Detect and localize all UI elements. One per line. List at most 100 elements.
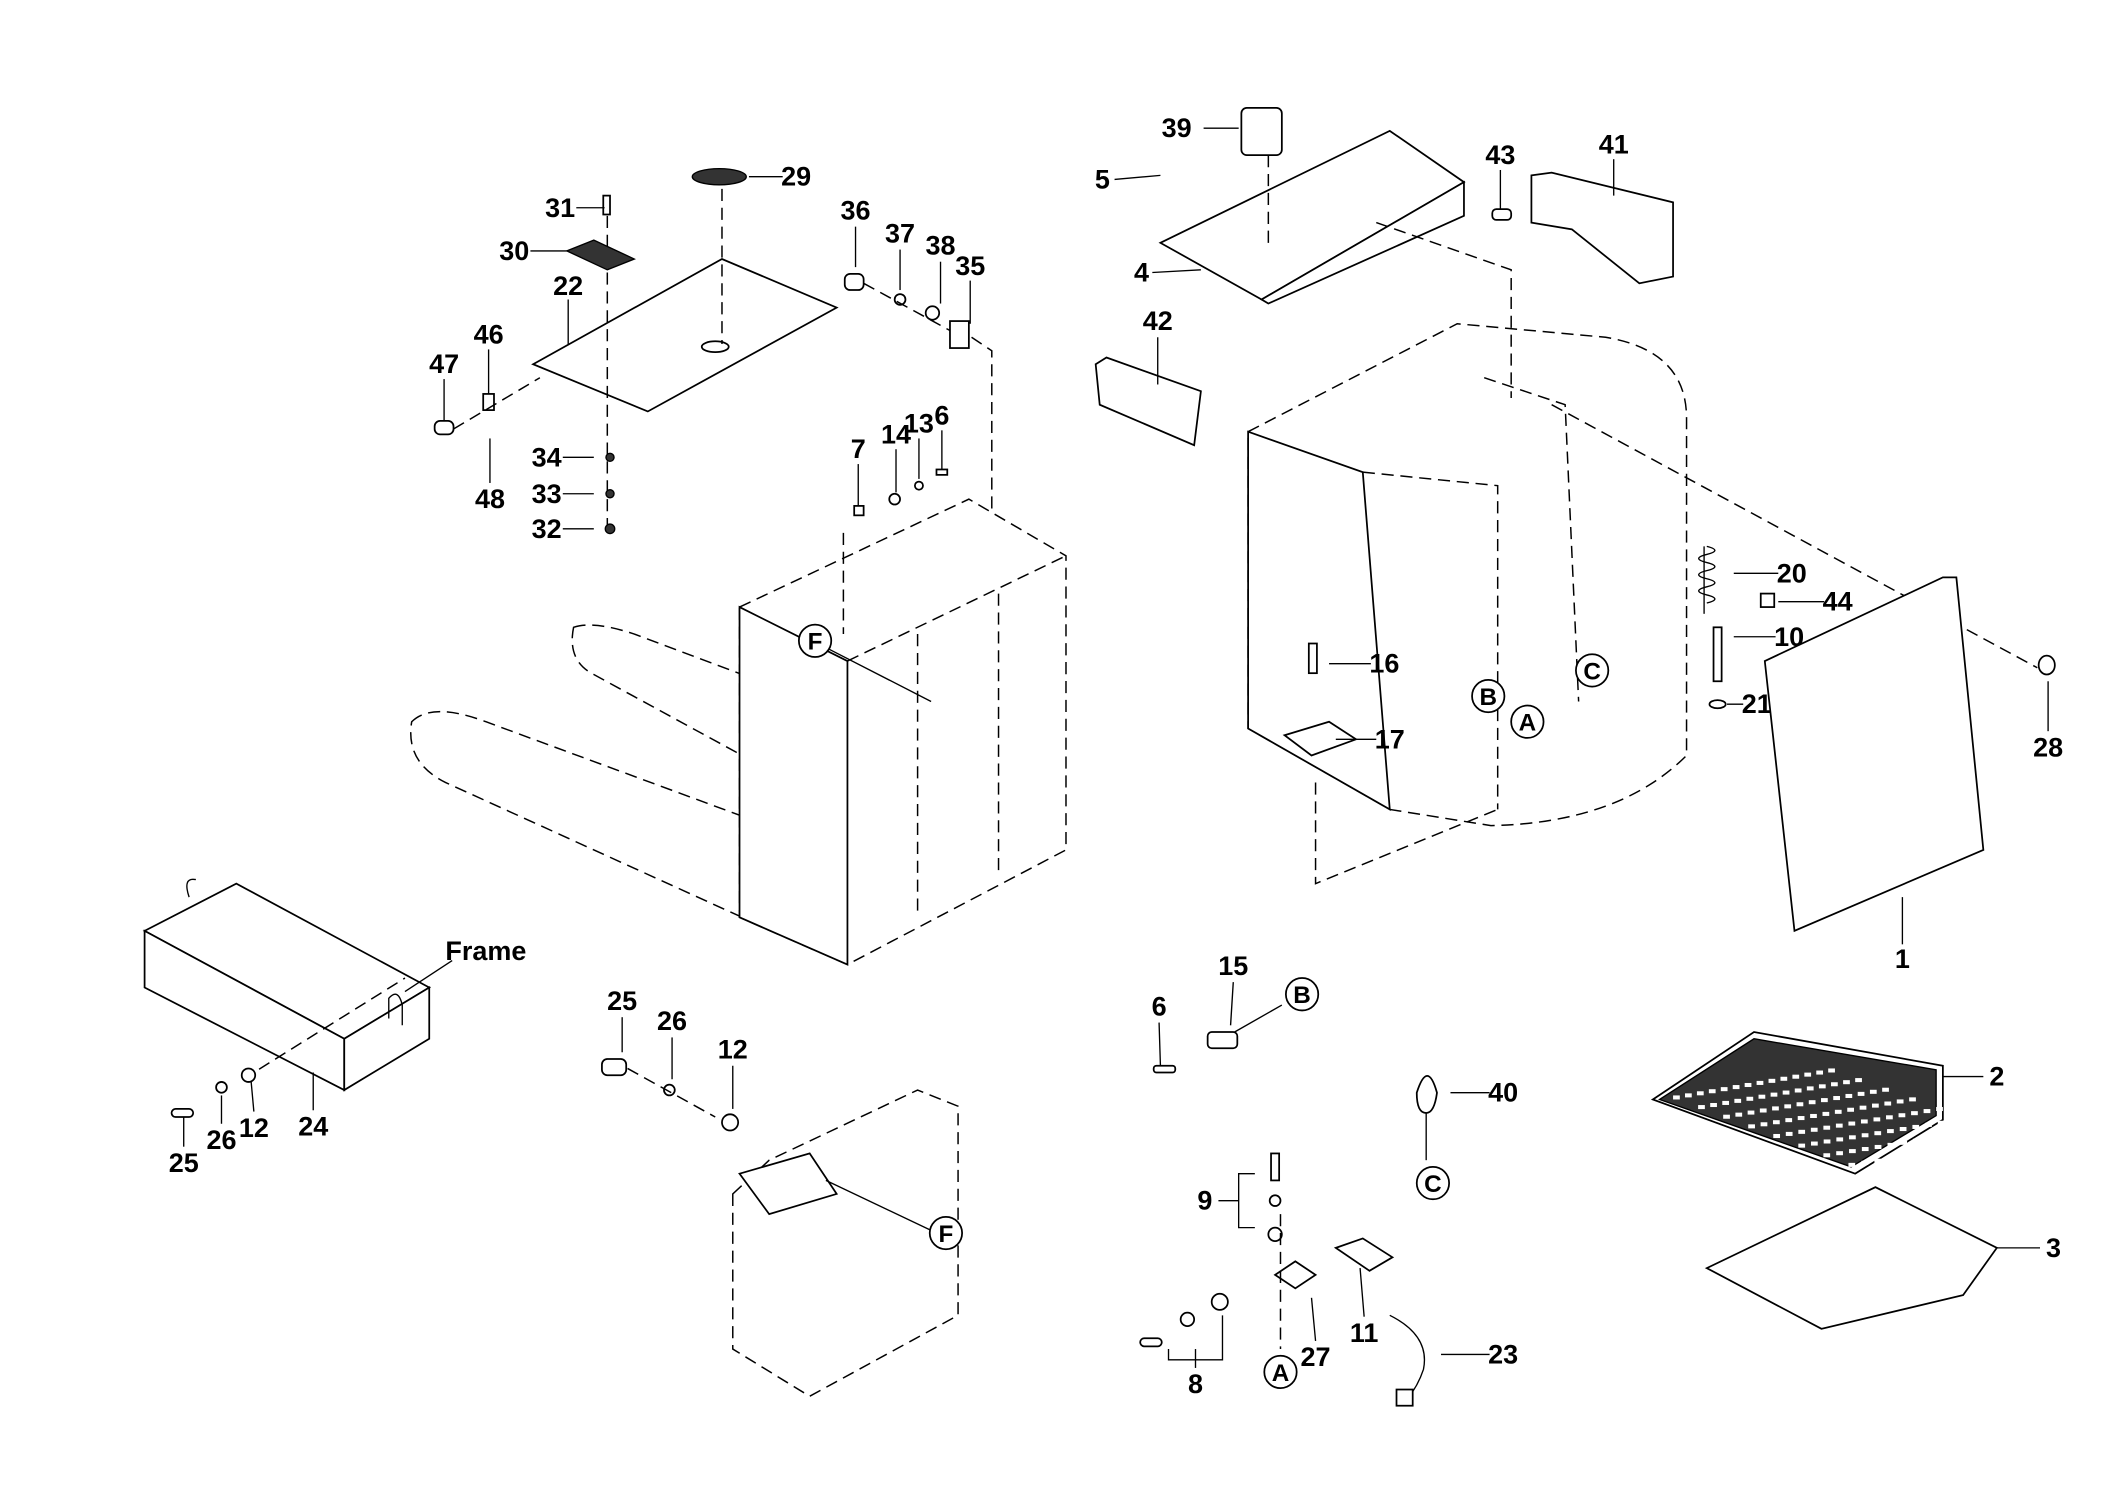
mat-hole — [1887, 1142, 1895, 1147]
mat-hole — [1965, 1144, 1972, 1149]
mat-hole — [1861, 1160, 1869, 1165]
mat-hole — [1845, 1093, 1853, 1098]
reference-letter: C — [1424, 1171, 1442, 1198]
part-number-label: 29 — [781, 162, 811, 192]
mat-hole — [1784, 1104, 1792, 1109]
reference-letter: A — [1519, 710, 1537, 737]
part-number-label: Frame — [445, 936, 526, 966]
mat-hole — [1708, 1089, 1716, 1094]
mat-hole — [1792, 1074, 1800, 1079]
part-number-label: 48 — [475, 484, 505, 514]
mat-hole — [1760, 1122, 1768, 1127]
mat-hole — [1936, 1106, 1943, 1112]
mat-hole — [1939, 1148, 1946, 1153]
mat-hole — [1963, 1116, 1970, 1121]
reference-circle — [928, 1215, 963, 1251]
mat-hole — [1860, 1119, 1868, 1124]
part-number-label: 6 — [934, 401, 949, 431]
leader-line — [1359, 1268, 1365, 1317]
part-number-label: 10 — [1774, 622, 1804, 652]
part-number-label: 16 — [1369, 649, 1399, 679]
part-number-label: 35 — [955, 251, 985, 281]
mat-hole — [1849, 1149, 1856, 1154]
mat-hole — [1872, 1103, 1879, 1108]
reference-circle — [1263, 1354, 1298, 1390]
mat-hole — [1884, 1101, 1892, 1106]
mat-hole — [1836, 1137, 1844, 1142]
mat-hole — [1898, 1113, 1906, 1118]
mat-hole — [1964, 1130, 1972, 1135]
mat-hole — [1732, 1085, 1740, 1090]
mat-hole — [1770, 1092, 1778, 1097]
controller-unit — [601, 1058, 959, 1398]
mat-hole — [1811, 1141, 1818, 1146]
mat-hole — [1780, 1076, 1788, 1081]
mat-hole — [1926, 1150, 1934, 1155]
mat-hole — [1882, 1087, 1889, 1092]
mat-hole — [1899, 1127, 1907, 1132]
leader-line — [1114, 174, 1161, 181]
mat-hole — [1768, 1078, 1776, 1083]
part-number-label: 37 — [885, 218, 915, 248]
part-number-label: 44 — [1823, 587, 1853, 617]
part-number-label: 5 — [1095, 164, 1110, 194]
mat-hole — [1909, 1097, 1916, 1102]
part-number-label: 1 — [1895, 944, 1910, 974]
part-number-label: 25 — [169, 1148, 199, 1178]
mat-hole — [1887, 1129, 1894, 1134]
reference-letter: B — [1479, 684, 1497, 711]
part-number-label: 12 — [239, 1113, 269, 1143]
mat-hole — [1772, 1120, 1780, 1125]
part-number-label: 32 — [532, 514, 562, 544]
reference-circle — [1471, 679, 1506, 714]
mat-hole — [1804, 1072, 1812, 1077]
reference-circle — [1575, 653, 1610, 688]
mat-hole — [1874, 1158, 1882, 1163]
mat-hole — [1886, 1115, 1893, 1120]
mat-hole — [1938, 1134, 1946, 1139]
part-number-label: 40 — [1488, 1078, 1518, 1108]
leader-line — [250, 1081, 255, 1112]
part-number-label: 12 — [718, 1035, 748, 1065]
mat-hole — [1937, 1120, 1945, 1125]
mat-hole — [1896, 1099, 1904, 1104]
part-number-label: 4 — [1134, 258, 1149, 288]
mat-hole — [1785, 1131, 1793, 1136]
reference-letter: C — [1583, 658, 1601, 685]
mat-hole — [1698, 1105, 1705, 1110]
mat-hole — [1746, 1096, 1754, 1101]
leader-line — [1310, 1297, 1317, 1342]
mat-hole — [1951, 1132, 1959, 1137]
mat-hole — [1748, 1124, 1755, 1129]
mat-hole — [1816, 1070, 1824, 1075]
mat-hole — [1723, 1114, 1730, 1119]
mat-hole — [1735, 1112, 1743, 1117]
mat-hole — [1874, 1131, 1882, 1136]
part-number-label: 3 — [2046, 1233, 2061, 1263]
mat-hole — [1861, 1147, 1869, 1152]
mat-hole — [1869, 1089, 1877, 1094]
mat-hole — [1794, 1088, 1802, 1093]
part-number-label: 41 — [1599, 129, 1629, 159]
mat-hole — [1857, 1091, 1865, 1096]
mat-hole — [1911, 1111, 1918, 1116]
mat-hole — [1744, 1082, 1752, 1088]
part-number-label: 22 — [553, 271, 583, 301]
reference-circle — [798, 623, 833, 658]
part-number-label: 42 — [1143, 306, 1173, 336]
part-number-label: 6 — [1152, 991, 1167, 1021]
mat-hole — [1782, 1090, 1790, 1095]
bracket-parts — [842, 272, 993, 635]
mat-hole — [1913, 1152, 1921, 1157]
part-number-label: 26 — [657, 1006, 687, 1036]
mat-hole — [1848, 1121, 1856, 1126]
mat-hole — [1710, 1102, 1717, 1108]
mat-hole — [1847, 1107, 1854, 1112]
mat-hole — [1977, 1128, 1985, 1133]
mat-hole — [1810, 1127, 1818, 1132]
mat-hole — [1834, 1109, 1842, 1114]
reference-circle — [1510, 704, 1545, 739]
mat-hole — [1991, 1140, 1998, 1145]
leader-line — [1229, 982, 1234, 1026]
mat-hole — [1912, 1124, 1920, 1129]
